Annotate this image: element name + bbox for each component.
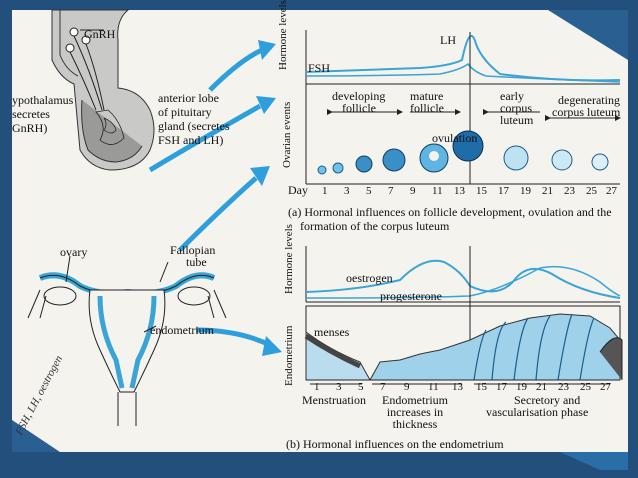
caption-a-line2: formation of the corpus luteum: [300, 219, 450, 233]
caption-b: (b) Hormonal influences on the endometri…: [286, 437, 504, 451]
process-arrows: [148, 40, 282, 356]
day-tick: 27: [606, 185, 617, 197]
day-tick: 3: [336, 381, 342, 393]
day-tick: 17: [498, 185, 509, 197]
frame-right: [628, 0, 638, 478]
day-tick: 19: [516, 381, 527, 393]
day-tick: 23: [558, 381, 569, 393]
ovarian-events-axis-label: Ovarian events: [281, 101, 293, 168]
corner-decoration: [12, 420, 60, 452]
pituitary-label-line1: anterior lobe: [158, 91, 219, 105]
day-tick: 3: [344, 185, 350, 197]
top-hormone-chart: [305, 30, 621, 185]
frame-top: [0, 0, 638, 10]
day-tick: 13: [454, 185, 465, 197]
day-tick: 21: [536, 381, 547, 393]
pituitary-label-line2: of pituitary: [158, 105, 212, 119]
day-tick: 17: [496, 381, 507, 393]
day-tick: 9: [410, 185, 416, 197]
menses-label: menses: [314, 325, 350, 339]
day-tick: 13: [452, 381, 463, 393]
day-tick: 5: [366, 185, 372, 197]
fsh-label: FSH: [308, 61, 331, 75]
endometrium-band: [304, 305, 623, 385]
day-tick: 9: [404, 381, 410, 393]
bottom-hormone-chart: [305, 246, 621, 380]
pituitary-label-line3: gland (secretes: [158, 119, 230, 133]
hypothalamus-label-line2: secretes: [12, 107, 50, 121]
day-tick: 7: [380, 381, 386, 393]
day-tick: 25: [586, 185, 597, 197]
day-tick: 23: [564, 185, 575, 197]
hypothalamus-label-line1: ypothalamus: [12, 93, 74, 107]
day-tick: 1: [322, 185, 328, 197]
ovary-label: ovary: [60, 245, 88, 259]
progesterone-curve: [305, 265, 621, 299]
oestrogen-label: oestrogen: [346, 271, 393, 285]
day-label: Day: [288, 183, 308, 197]
hypothalamus-label-line3: GnRH): [12, 121, 48, 135]
day-tick: 27: [600, 381, 611, 393]
day-tick: 19: [520, 185, 531, 197]
pituitary-label-line4: FSH and LH): [158, 133, 224, 147]
uterus-illustration: [27, 255, 227, 426]
gnrh-label: GnRH: [84, 27, 116, 41]
corner-decoration: [548, 10, 628, 60]
day-tick: 11: [428, 381, 439, 393]
day-tick: 11: [432, 185, 443, 197]
endometrium-axis-label: Endometrium: [283, 325, 295, 387]
hormone-levels-axis-label: Hormone levels: [277, 0, 289, 70]
day-tick: 15: [476, 185, 487, 197]
day-tick: 25: [580, 381, 591, 393]
caption-a-line1: (a) Hormonal influences on follicle deve…: [288, 205, 612, 219]
day-tick: 1: [314, 381, 320, 393]
frame-left: [0, 0, 12, 478]
day-tick: 21: [542, 185, 553, 197]
ovulation-label: ovulation: [432, 131, 478, 145]
progesterone-label: progesterone: [380, 289, 442, 303]
day-tick: 15: [476, 381, 487, 393]
day-tick: 5: [358, 381, 364, 393]
phase-menstruation: Menstruation: [302, 393, 366, 407]
bottom-hormone-axis-label: Hormone levels: [283, 224, 295, 294]
corner-decoration: [560, 452, 628, 470]
brain-pituitary-illustration: [51, 9, 155, 171]
lh-label: LH: [440, 33, 456, 47]
endometrium-label: endometrium: [150, 323, 214, 337]
fsh-curve: [305, 62, 621, 83]
frame-bottom: [0, 452, 638, 478]
lh-curve: [305, 34, 621, 82]
day-tick: 7: [388, 185, 394, 197]
